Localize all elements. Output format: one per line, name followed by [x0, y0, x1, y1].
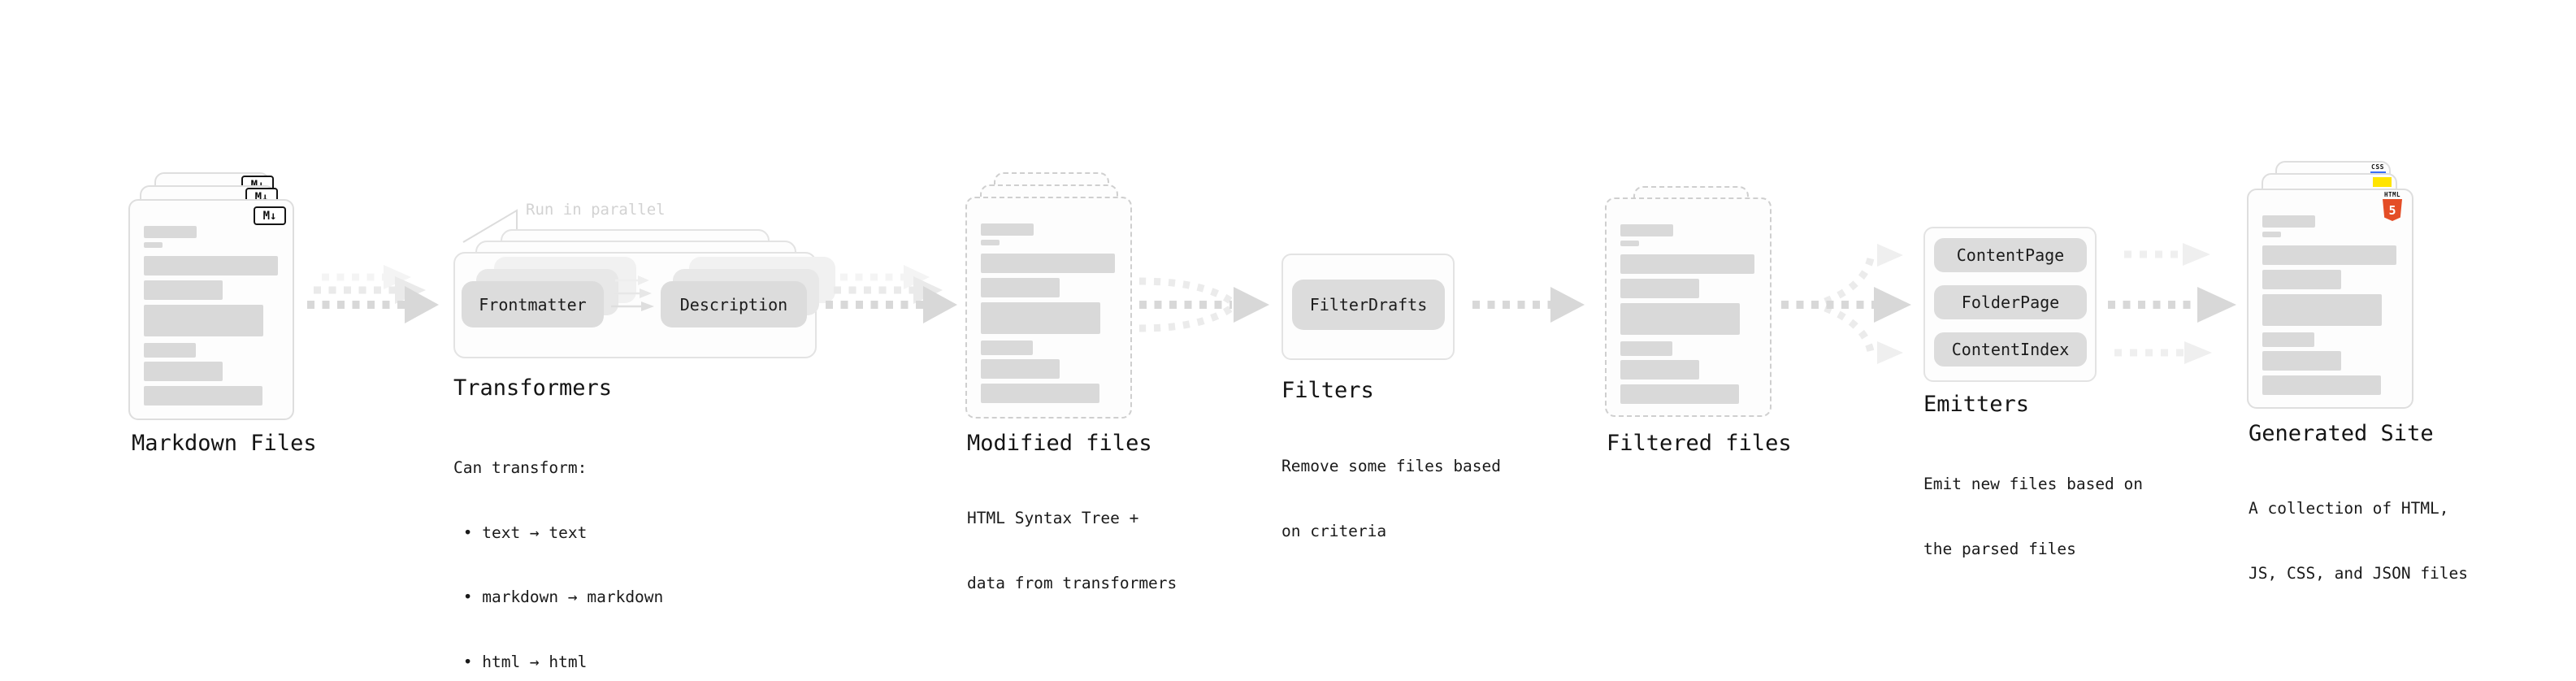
- markdown-icon-glyph: M↓: [262, 209, 277, 223]
- stage-label-modified-files: Modified files: [967, 431, 1152, 456]
- skeleton-line: [1620, 384, 1739, 404]
- arrow-transformers-to-modified: [826, 265, 957, 323]
- skeleton-line: [1620, 360, 1699, 380]
- skeleton-line: [2262, 232, 2281, 237]
- description-line: Remove some files based: [1281, 457, 1502, 475]
- description-line: Can transform:: [453, 458, 588, 477]
- description-line: data from transformers: [967, 573, 1177, 592]
- stage-label-transformers: Transformers: [453, 375, 613, 401]
- skeleton-line: [144, 305, 263, 336]
- skeleton-line: [981, 359, 1060, 379]
- description-line: JS, CSS, and JSON files: [2249, 563, 2469, 583]
- skeleton-line: [1620, 279, 1699, 298]
- description-line: A collection of HTML,: [2249, 499, 2449, 518]
- skeleton-line: [1620, 341, 1672, 356]
- document-skeleton: [2249, 190, 2412, 407]
- arrow-filtered-to-emitters: [1781, 244, 1911, 364]
- skeleton-line: [2262, 270, 2341, 289]
- stage-label-markdown-files: Markdown Files: [132, 431, 317, 456]
- generated-site-card-front: [2247, 189, 2413, 409]
- document-skeleton: [1607, 199, 1770, 415]
- stage-label-filtered-files: Filtered files: [1607, 431, 1792, 456]
- skeleton-line: [144, 343, 196, 358]
- skeleton-line: [1620, 254, 1754, 274]
- folder-page-pill: FolderPage: [1934, 285, 2087, 319]
- skeleton-line: [144, 362, 223, 381]
- skeleton-line: [1620, 224, 1673, 236]
- description-line: HTML Syntax Tree +: [967, 509, 1139, 527]
- document-skeleton: [967, 198, 1130, 417]
- skeleton-line: [144, 256, 278, 275]
- content-page-pill: ContentPage: [1934, 238, 2087, 272]
- arrow-modified-to-filters: [1138, 277, 1269, 332]
- css-icon-text: CSS: [2371, 163, 2384, 171]
- stage-label-generated-site: Generated Site: [2249, 421, 2434, 446]
- html5-icon-shield: 5: [2383, 199, 2402, 221]
- run-in-parallel-leader-line: [462, 209, 518, 243]
- arrow-markdown-to-transformers: [307, 265, 439, 323]
- skeleton-line: [981, 384, 1099, 403]
- skeleton-line: [2262, 215, 2315, 228]
- skeleton-line: [144, 280, 223, 300]
- html5-icon-five: 5: [2388, 202, 2396, 218]
- description-line: the parsed files: [1923, 539, 2076, 558]
- description-line: Emit new files based on: [1923, 475, 2144, 493]
- filtered-file-card-front: [1605, 197, 1772, 417]
- skeleton-line: [981, 223, 1034, 236]
- skeleton-line: [144, 386, 262, 406]
- transformer-parallel-arrows: [611, 275, 654, 311]
- emitters-description: Emit new files based on the parsed files: [1923, 431, 2143, 603]
- skeleton-line: [2262, 351, 2341, 371]
- description-line: • markdown → markdown: [453, 588, 664, 606]
- modified-file-card-front: [965, 197, 1132, 419]
- markdown-icon: M↓: [254, 206, 286, 225]
- filters-description: Remove some files based on criteria: [1281, 413, 1501, 585]
- filter-drafts-pill: FilterDrafts: [1292, 280, 1445, 330]
- skeleton-line: [1620, 241, 1639, 246]
- skeleton-line: [981, 240, 1000, 245]
- skeleton-line: [981, 254, 1115, 273]
- generated-site-description: A collection of HTML, JS, CSS, and JSON …: [2249, 455, 2468, 627]
- document-skeleton: [130, 201, 293, 419]
- skeleton-line: [981, 302, 1100, 334]
- html5-icon: HTML 5: [2382, 192, 2403, 221]
- skeleton-line: [2262, 375, 2381, 395]
- modified-files-description: HTML Syntax Tree + data from transformer…: [967, 465, 1177, 637]
- description-line: • text → text: [453, 523, 588, 542]
- description-line: on criteria: [1281, 521, 1387, 540]
- skeleton-line: [2262, 294, 2382, 326]
- description-line: • html → html: [453, 652, 588, 671]
- html5-icon-title: HTML: [2383, 191, 2401, 198]
- skeleton-line: [981, 340, 1033, 355]
- transformer-description-pill: Description: [661, 281, 807, 327]
- content-index-pill: ContentIndex: [1934, 332, 2087, 367]
- skeleton-line: [144, 226, 197, 238]
- run-in-parallel-annotation: Run in parallel: [526, 201, 666, 219]
- skeleton-line: [144, 242, 163, 248]
- skeleton-line: [981, 278, 1060, 297]
- transformer-frontmatter-pill: Frontmatter: [462, 281, 604, 327]
- skeleton-line: [1620, 303, 1740, 335]
- arrow-filters-to-filtered: [1472, 287, 1585, 323]
- stage-label-emitters: Emitters: [1923, 392, 2030, 417]
- transformers-description: Can transform: • text → text • markdown …: [453, 414, 663, 681]
- skeleton-line: [2262, 245, 2396, 265]
- skeleton-line: [2262, 332, 2314, 347]
- markdown-file-card-front: [128, 199, 294, 420]
- stage-label-filters: Filters: [1281, 378, 1374, 403]
- javascript-icon: [2373, 177, 2392, 187]
- arrow-emitters-to-site: [2108, 243, 2236, 364]
